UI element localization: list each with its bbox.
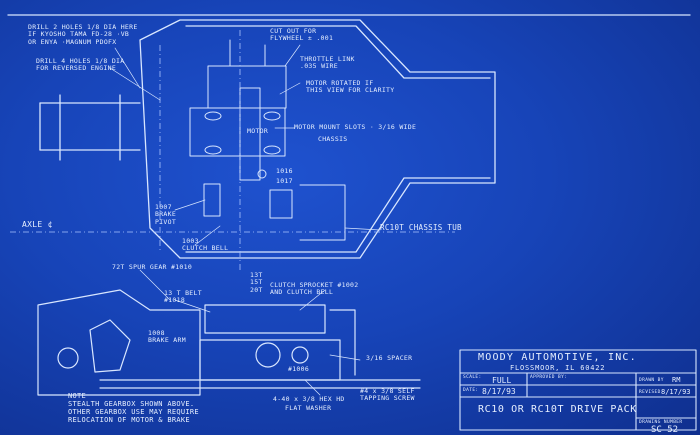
note-brake-arm: 1008 BRAKE ARM [148, 329, 186, 345]
note-self-tapping-screw: #4 x 3/8 SELF TAPPING SCREW [360, 387, 415, 403]
motor-assembly [189, 39, 346, 241]
note-brake-pivot: 1007 BRAKE PIVOT [155, 203, 177, 226]
drawing-number: SC 52 [651, 425, 679, 435]
note-drill-four-holes: DRILL 4 HOLES 1/8 DIA FOR REVERSED ENGIN… [36, 57, 125, 73]
date-label: DATE: [463, 388, 479, 393]
note-throttle-link: THROTTLE LINK .035 WIRE [300, 55, 355, 71]
chassis-tub-outline [7, 14, 691, 259]
title-block-frame [459, 349, 697, 431]
label-part-1016: 1016 [276, 167, 293, 175]
revised-value: 8/17/93 [661, 388, 691, 396]
label-part-1017: 1017 [276, 177, 293, 185]
label-motor: MOTOR [247, 127, 269, 135]
note-chassis: CHASSIS [318, 135, 348, 143]
side-view-gearbox [37, 289, 421, 396]
note-motor-mount-slots: MOTOR MOUNT SLOTS · 3/16 WIDE [294, 123, 417, 131]
drawn-by-value: RM [672, 376, 681, 384]
company-address: FLOSSMOOR, IL 60422 [510, 364, 606, 372]
note-clutch-bell: 1003 CLUTCH BELL [182, 237, 229, 253]
note-hex-head-screw: 4-40 x 3/8 HEX HD [273, 395, 345, 403]
note-spur-gear: 72T SPUR GEAR #1010 [112, 263, 193, 271]
date-value: 8/17/93 [482, 387, 516, 396]
note-motor-rotated: MOTOR ROTATED IF THIS VIEW FOR CLARITY [306, 79, 395, 95]
note-idler-sizes: 13T 15T 20T [250, 271, 263, 294]
note-drill-two-holes: DRILL 2 HOLES 1/8 DIA HERE IF KYOSHO TAM… [28, 23, 138, 46]
scale-value: FULL [492, 376, 512, 385]
drawn-by-label: DRAWN BY [639, 378, 664, 383]
note-flat-washer: FLAT WASHER [285, 404, 332, 412]
leader-lines [109, 44, 381, 396]
center-lines [10, 30, 455, 270]
note-gearbox: NOTE STEALTH GEARBOX SHOWN ABOVE. OTHER … [68, 392, 199, 425]
note-clutch-sprocket: CLUTCH SPROCKET #1002 AND CLUTCH BELL [270, 281, 359, 297]
note-spacer: 3/16 SPACER [366, 354, 413, 362]
drawing-title: RC10 OR RC10T DRIVE PACK [478, 404, 637, 415]
note-belt: 13 T BELT #1018 [164, 289, 202, 305]
drawing-number-label: DRAWING NUMBER [639, 420, 683, 425]
company-name: MOODY AUTOMOTIVE, INC. [478, 352, 637, 363]
note-chassis-tub: RC10T CHASSIS TUB [380, 223, 462, 232]
note-cut-out-flywheel: CUT OUT FOR FLYWHEEL ± .001 [270, 27, 334, 43]
label-screw-1006: #1006 [288, 365, 310, 373]
revised-label: REVISED [639, 390, 661, 395]
scale-label: SCALE: [463, 375, 482, 380]
approved-by-label: APPROVED BY: [530, 375, 568, 380]
label-axle: AXLE ¢ [22, 220, 53, 229]
